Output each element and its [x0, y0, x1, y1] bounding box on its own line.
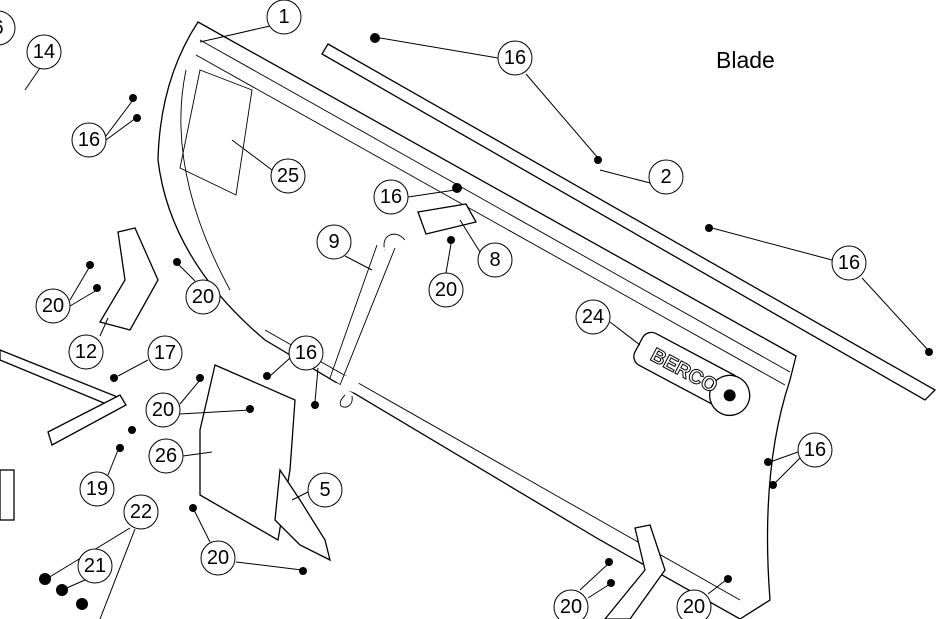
svg-text:24: 24: [582, 306, 604, 328]
bolt-19: [0, 469, 15, 521]
svg-text:16: 16: [804, 439, 826, 461]
callout-16: 16: [288, 335, 324, 371]
callout-25: 25: [270, 158, 306, 194]
callout-1: 1: [266, 0, 302, 35]
callout-17: 17: [147, 335, 183, 371]
bracket-12: [99, 227, 159, 331]
svg-text:20: 20: [560, 596, 582, 618]
svg-text:8: 8: [489, 249, 500, 271]
svg-text:9: 9: [328, 231, 339, 253]
cutting-edge: [321, 43, 937, 401]
bracket-right: [604, 524, 666, 619]
svg-text:20: 20: [192, 286, 214, 308]
callout-2: 2: [648, 159, 684, 195]
svg-text:21: 21: [84, 555, 106, 577]
svg-text:20: 20: [207, 547, 229, 569]
leader-lines: [24, 25, 929, 619]
svg-text:17: 17: [154, 342, 176, 364]
callout-12: 12: [68, 334, 104, 370]
callout-16: 16: [373, 179, 409, 215]
callout-20: 20: [200, 540, 236, 576]
callout-14: 14: [26, 34, 62, 70]
bracket-5: [274, 468, 331, 562]
svg-text:20: 20: [683, 596, 705, 618]
svg-text:20: 20: [435, 279, 457, 301]
diagram-title: Blade: [716, 47, 775, 73]
svg-text:20: 20: [42, 295, 64, 317]
callout-16: 16: [831, 245, 867, 281]
callout-5: 5: [307, 472, 343, 508]
svg-text:16: 16: [78, 129, 100, 151]
svg-text:19: 19: [86, 478, 108, 500]
callout-24: 24: [575, 299, 611, 335]
svg-text:16: 16: [380, 186, 402, 208]
svg-text:1: 1: [278, 6, 289, 28]
callout-26: 26: [148, 438, 184, 474]
callout-16: 16: [497, 40, 533, 76]
callout-6: 6: [0, 10, 16, 46]
blade-moldboard: [157, 21, 797, 619]
callout-9: 9: [316, 224, 352, 260]
bar: [47, 394, 127, 446]
spring: [329, 233, 406, 408]
callout-20: 20: [35, 288, 71, 324]
callout-20: 20: [553, 589, 589, 619]
svg-text:14: 14: [33, 41, 55, 63]
callout-20: 20: [185, 279, 221, 315]
callout-16: 16: [71, 122, 107, 158]
svg-text:25: 25: [277, 165, 299, 187]
svg-text:16: 16: [504, 47, 526, 69]
callout-16: 16: [797, 432, 833, 468]
hardware: [39, 33, 933, 610]
svg-text:2: 2: [660, 166, 671, 188]
callout-20: 20: [428, 272, 464, 308]
svg-text:22: 22: [130, 501, 152, 523]
svg-text:16: 16: [838, 252, 860, 274]
svg-text:20: 20: [152, 399, 174, 421]
svg-text:26: 26: [155, 445, 177, 467]
svg-text:6: 6: [0, 17, 4, 39]
callout-20: 20: [145, 392, 181, 428]
callout-20: 20: [676, 589, 712, 619]
svg-text:12: 12: [75, 341, 97, 363]
callout-21: 21: [77, 548, 113, 584]
bracket-26: [199, 364, 296, 542]
svg-text:5: 5: [319, 479, 330, 501]
plate: [417, 203, 477, 235]
callout-8: 8: [477, 242, 513, 278]
svg-text:16: 16: [295, 342, 317, 364]
callout-19: 19: [79, 471, 115, 507]
callout-22: 22: [123, 494, 159, 530]
